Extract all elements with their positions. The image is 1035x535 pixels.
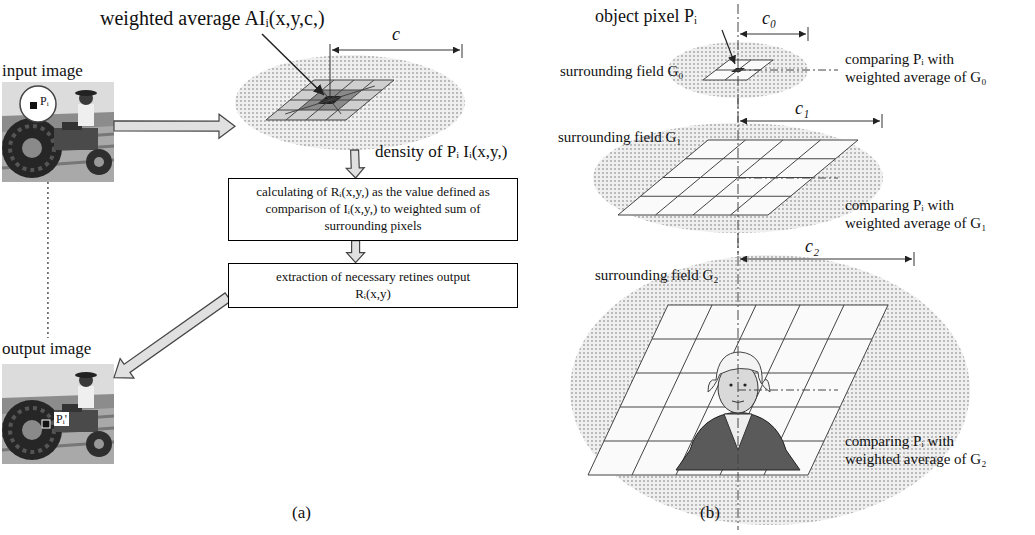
zoom-field: weighted average AIᵢ(x,y,c,)cdensity of …: [235, 55, 465, 150]
field-shape: [570, 255, 970, 525]
dimension-label: c₂: [805, 236, 819, 258]
block-arrow: [114, 114, 235, 138]
input-photo: [2, 82, 114, 182]
block-arrow: [347, 241, 365, 263]
field-shape: [668, 42, 808, 98]
block-arrow: [114, 293, 231, 378]
panel-label: (a): [292, 503, 311, 523]
box-text: extraction of necessary retines output R…: [266, 269, 481, 303]
image-caption: output image: [2, 338, 114, 360]
axis-connector: [738, 98, 739, 123]
field-ellipse: [235, 55, 465, 150]
field-label: surrounding field G₂: [595, 266, 719, 284]
axis-connector: [47, 182, 49, 338]
process-box: extraction of necessary retines output R…: [228, 263, 518, 309]
field-ellipse: [668, 42, 808, 98]
process-box: calculating of Rᵢ(x,y,) as the value def…: [228, 178, 518, 241]
comparison-note: comparing Pᵢ with weighted average of G₂: [845, 432, 1005, 468]
panel-label: (b): [700, 503, 720, 523]
comparison-note: comparing Pᵢ with weighted average of G₁: [845, 196, 1005, 232]
formula-label: weighted average AIᵢ(x,y,c,): [100, 6, 325, 30]
input-image-panel: input imagePᵢ: [2, 60, 114, 182]
surrounding-field: c₁surrounding field G₁comparing Pᵢ with …: [593, 123, 883, 233]
pixel-label: Pᵢ: [40, 94, 49, 108]
surrounding-field: c₂surrounding field G₂comparing Pᵢ with …: [570, 255, 970, 525]
field-label: surrounding field G₁: [558, 128, 682, 146]
dimension-label: c: [392, 24, 400, 46]
output-photo: [2, 364, 114, 464]
dimension-label: c₀: [762, 8, 776, 30]
pixel-caption: object pixel Pᵢ: [595, 6, 697, 28]
pixel-label: Pᵢ': [54, 412, 69, 426]
image-space: [2, 82, 114, 182]
comparison-note: comparing Pᵢ with weighted average of G₀: [845, 50, 1005, 86]
surrounding-field: object pixel Pᵢc₀surrounding field G₀com…: [668, 42, 808, 98]
axis-connector: [738, 233, 739, 255]
field-shape: [235, 55, 465, 150]
output-image-panel: output imagePᵢ': [2, 338, 114, 470]
dimension-label: c₁: [795, 98, 809, 120]
field-label: surrounding field G₀: [560, 62, 684, 80]
density-label: density of Pᵢ Iᵢ(x,y,): [375, 142, 507, 162]
box-text: calculating of Rᵢ(x,y,) as the value def…: [237, 184, 509, 235]
field-ellipse: [570, 255, 970, 525]
block-arrow: [346, 150, 364, 178]
image-caption: input image: [2, 60, 114, 82]
